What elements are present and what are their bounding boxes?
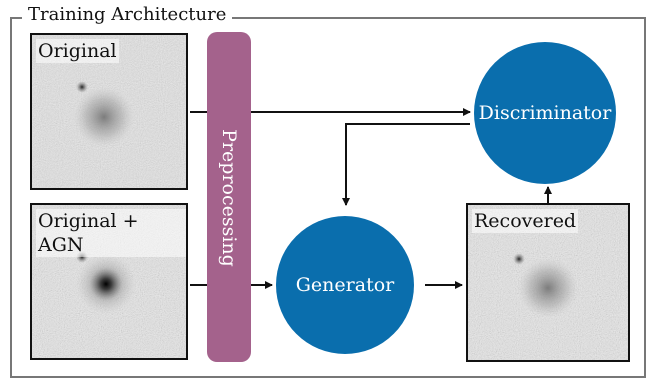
generator-label: Generator: [295, 274, 395, 296]
discriminator-to-generator-arrow: [342, 123, 470, 206]
outer-frame: [10, 17, 646, 378]
recovered-label: Recovered: [472, 209, 579, 233]
recovered-galaxy-image: [468, 205, 628, 360]
original-image-panel: Original: [30, 33, 188, 190]
recovered-image-panel: Recovered: [466, 203, 630, 362]
original-label: Original: [36, 39, 119, 63]
diagram-title: Training Architecture: [22, 3, 233, 27]
preprocessing-block: [207, 32, 251, 362]
generator-node: Generator: [276, 216, 414, 354]
original-agn-label: Original + AGN: [36, 209, 186, 257]
discriminator-label: Discriminator: [478, 102, 612, 124]
original-agn-image-panel: Original + AGN: [30, 203, 188, 360]
discriminator-node: Discriminator: [474, 42, 616, 184]
